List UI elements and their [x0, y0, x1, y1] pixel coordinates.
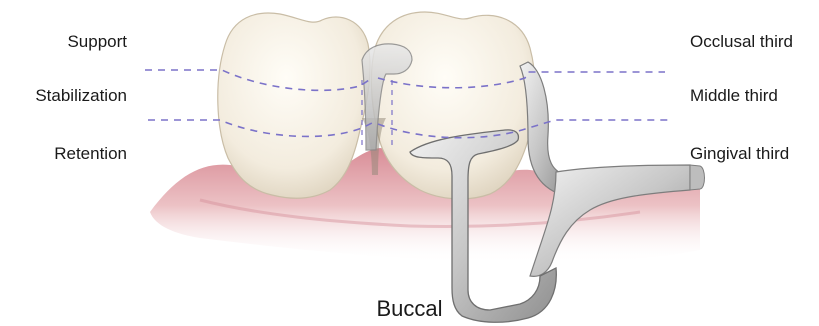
major-connector-tail: [690, 165, 705, 190]
label-support: Support: [0, 32, 127, 52]
label-gingival-third: Gingival third: [690, 144, 789, 164]
label-middle-third: Middle third: [690, 86, 778, 106]
label-retention: Retention: [0, 144, 127, 164]
label-stabilization: Stabilization: [0, 86, 127, 106]
label-occlusal-third: Occlusal third: [690, 32, 793, 52]
caption-buccal: Buccal: [0, 296, 819, 322]
